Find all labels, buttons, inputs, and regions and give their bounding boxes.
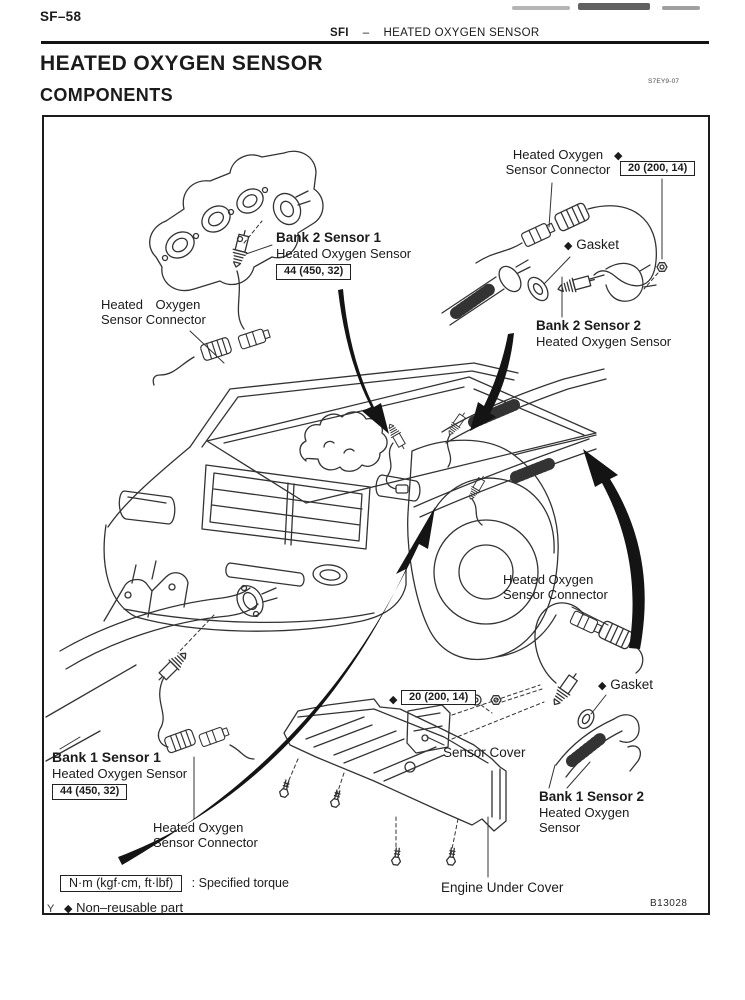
under-cover-art [277,698,507,867]
dashed-lines [177,220,659,855]
corner-mark: Y [47,903,55,915]
non-reusable-diamond-icon: ◆ [598,680,607,692]
scan-artifact [578,3,650,10]
top-right-sensor-assembly-art [441,201,668,326]
figure-code: S7EY9-07 [648,78,680,85]
callout-gasket-bottom: ◆ Gasket [598,677,654,692]
torque-spec-bank2-sensor1: 44 (450, 32) [276,264,352,281]
callout-bank2-sensor1: Bank 2 Sensor 1 Heated Oxygen Sensor 44 … [276,230,411,281]
header-rule [41,41,709,44]
section-title: COMPONENTS [40,85,174,105]
legend-torque-box: N·m (kgf·cm, ft·lbf) [60,875,183,892]
non-reusable-diamond-icon: ◆ [564,240,573,252]
callout-connector-bottom-left: Heated Oxygen Sensor Connector [153,820,258,851]
callout-bank1-sensor2: Bank 1 Sensor 2 Heated Oxygen Sensor [539,789,645,836]
exhaust-manifold-art [149,150,324,292]
non-reusable-diamond-icon: ◆ [614,150,623,162]
running-section: SFI [330,27,349,39]
callout-sensor-cover: Sensor Cover [443,745,526,760]
legend-nonreusable: ◆ Non–reusable part [64,900,184,915]
downpipe-bank1-sensor1-art [45,560,278,762]
components-figure-frame: Heated Oxygen Sensor Connector ◆ 20 (200… [42,115,710,915]
bank2-sensor1-sensor-art [152,228,272,386]
running-separator: – [362,27,370,39]
engine-art [299,411,409,494]
torque-spec-bottom: 20 (200, 14) [401,690,477,705]
suv-front-art [103,362,597,661]
torque-spec-bank1-sensor1: 44 (450, 32) [52,783,128,800]
scan-artifact [662,6,700,10]
non-reusable-diamond-icon: ◆ [389,694,398,706]
figure-id: B13028 [650,898,688,909]
scan-artifact [512,6,570,10]
page-title: HEATED OXYGEN SENSOR [40,52,323,75]
arrows-art [118,289,645,865]
callout-gasket-top: ◆ Gasket [564,237,620,252]
callout-connector-right: Heated Oxygen Sensor Connector [503,572,608,603]
callout-bank1-sensor1: Bank 1 Sensor 1 Heated Oxygen Sensor 44 … [52,749,187,800]
legend-torque-meaning: : Specified torque [191,876,289,890]
components-diagram [45,150,668,878]
page-number: SF–58 [40,9,82,24]
callout-connector-left: Heated Oxygen Sensor Connector [101,297,206,328]
torque-spec-top: 20 (200, 14) [620,161,696,176]
bottom-right-sensor-assembly-art [406,602,644,778]
leader-lines [59,178,663,878]
running-title: HEATED OXYGEN SENSOR [383,27,540,39]
callout-engine-under-cover: Engine Under Cover [441,880,564,895]
callout-connector-top-right: Heated Oxygen Sensor Connector [505,147,611,178]
callout-bank2-sensor2: Bank 2 Sensor 2 Heated Oxygen Sensor [536,318,672,349]
non-reusable-diamond-icon: ◆ [64,903,73,915]
running-header: SFI – HEATED OXYGEN SENSOR [330,27,539,39]
legend-torque: N·m (kgf·cm, ft·lbf) : Specified torque [60,875,289,892]
